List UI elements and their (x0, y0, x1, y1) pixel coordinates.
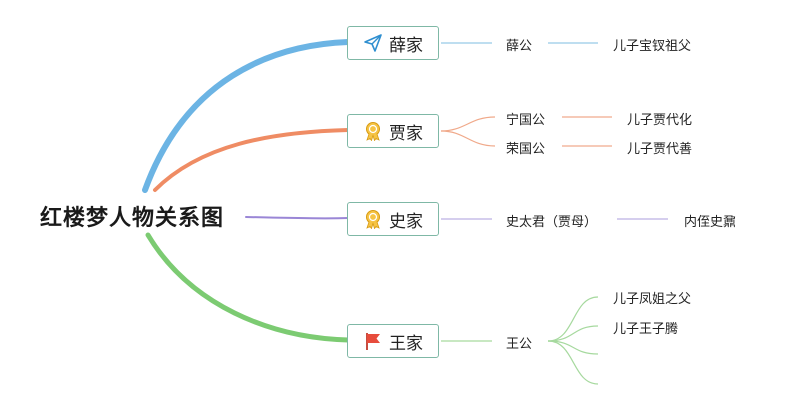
wanggong-to-c2 (547, 325, 599, 342)
family-wang[interactable]: 王家 (347, 324, 439, 358)
branch-xue (142, 39, 351, 193)
wanggong-to-c4 (547, 340, 599, 385)
branch-wang (145, 232, 351, 343)
medal-icon (363, 121, 383, 142)
node-rongguogong[interactable]: 荣国公 (506, 142, 546, 157)
node-wanggong-child-2[interactable]: 儿子王子腾 (613, 322, 679, 337)
wanggong-to-c3 (547, 340, 599, 355)
node-wanggong-child-1[interactable]: 儿子凤姐之父 (613, 292, 692, 307)
family-label: 王家 (389, 333, 423, 354)
family-jia[interactable]: 贾家 (347, 114, 439, 148)
node-xuegong-child[interactable]: 儿子宝钗祖父 (613, 39, 692, 54)
paper-plane-icon (363, 33, 383, 53)
red-flag-icon (363, 331, 383, 351)
family-xue[interactable]: 薛家 (347, 26, 439, 60)
family-label: 贾家 (389, 123, 423, 144)
family-label: 薛家 (389, 35, 423, 56)
node-xuegong[interactable]: 薛公 (506, 39, 533, 54)
medal-icon (363, 209, 383, 230)
node-wanggong[interactable]: 王公 (506, 337, 533, 352)
wanggong-to-c1 (547, 296, 599, 342)
branch-shi (245, 216, 349, 220)
family-label: 史家 (389, 211, 423, 232)
jia-to-rongguo (440, 130, 496, 147)
node-shitaijun-child[interactable]: 内侄史鼐 (684, 215, 737, 230)
jia-to-ningguo (440, 116, 496, 132)
node-ningguogong[interactable]: 宁国公 (506, 113, 546, 128)
node-shitaijun[interactable]: 史太君（贾母） (506, 215, 598, 230)
family-shi[interactable]: 史家 (347, 202, 439, 236)
node-rongguogong-child[interactable]: 儿子贾代善 (627, 142, 693, 157)
branch-jia (153, 128, 350, 192)
node-ningguogong-child[interactable]: 儿子贾代化 (627, 113, 693, 128)
root-topic[interactable]: 红楼梦人物关系图 (40, 206, 225, 231)
